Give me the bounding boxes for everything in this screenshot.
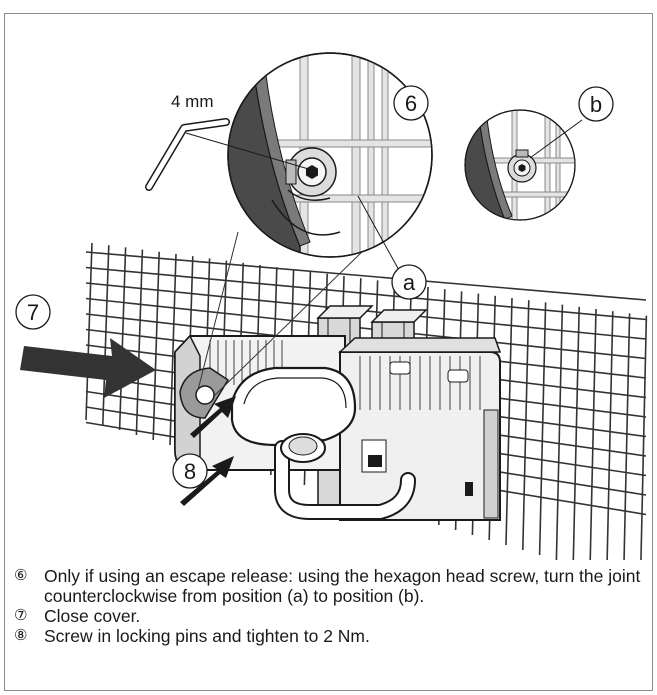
svg-text:7: 7 xyxy=(27,300,39,325)
hex-key-icon xyxy=(145,118,313,191)
arrow-locking-pin-upper xyxy=(190,396,236,438)
svg-text:8: 8 xyxy=(184,459,196,484)
magnified-view-position-b xyxy=(464,109,576,221)
magnified-view-position-a xyxy=(227,52,433,258)
svg-text:6: 6 xyxy=(405,91,417,116)
callout-b: b xyxy=(578,86,614,122)
callout-a: a xyxy=(391,264,427,300)
instruction-step-8: ⑧ Screw in locking pins and tighten to 2… xyxy=(14,626,644,646)
step-text: Only if using an escape release: using t… xyxy=(44,566,641,606)
step-text: Screw in locking pins and tighten to 2 N… xyxy=(44,626,370,646)
door-handle xyxy=(274,433,416,520)
hexagon-screw-joint xyxy=(285,147,337,201)
step-text: Close cover. xyxy=(44,606,141,626)
instruction-step-7: ⑦ Close cover. xyxy=(14,606,644,626)
installation-diagram: 4 mm 6 b a 7 8 xyxy=(15,52,648,560)
arrow-locking-pin-lower xyxy=(180,456,234,506)
callout-step-7: 7 xyxy=(15,294,51,330)
callout-step-8: 8 xyxy=(172,453,208,489)
step-marker: ⑧ xyxy=(14,627,28,644)
escape-release-joint xyxy=(179,367,230,419)
direction-arrow-close-cover xyxy=(20,338,156,398)
instruction-steps: ⑥ Only if using an escape release: using… xyxy=(14,566,644,646)
step-marker: ⑥ xyxy=(14,567,28,584)
step-marker: ⑦ xyxy=(14,607,28,624)
svg-text:b: b xyxy=(590,92,602,117)
svg-text:a: a xyxy=(403,270,416,295)
dimension-label-4mm: 4 mm xyxy=(171,92,214,111)
callout-step-6: 6 xyxy=(393,85,429,121)
instruction-step-6: ⑥ Only if using an escape release: using… xyxy=(14,566,644,606)
cover-plate xyxy=(230,366,357,447)
